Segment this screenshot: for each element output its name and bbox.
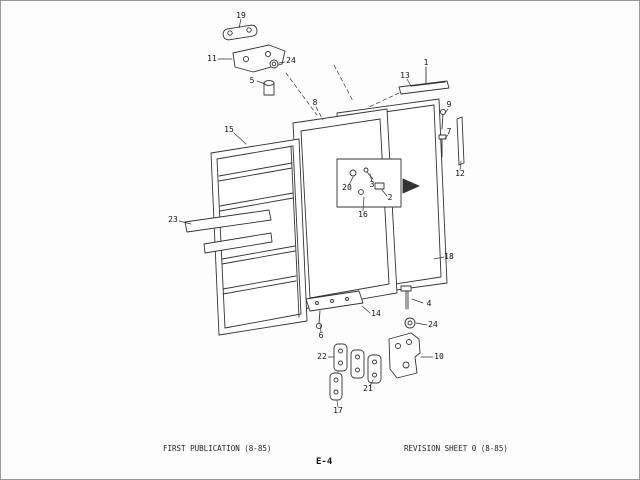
callout-15: 15 [224,125,234,134]
callout-22: 22 [317,352,327,361]
callout-11: 11 [207,54,217,63]
callout-24-top: 24 [286,56,296,65]
callout-20: 20 [342,183,352,192]
detail-inset [336,158,420,208]
bottom-hinge-assembly [388,285,421,379]
callout-labels: 19 11 24 5 8 13 1 9 7 12 15 23 20 3 2 16… [168,11,465,415]
callout-10: 10 [434,352,444,361]
shim-plates [329,343,382,401]
callout-14: 14 [371,309,381,318]
callout-24-bottom: 24 [428,320,438,329]
page-number: E-4 [316,457,333,467]
callout-23: 23 [168,215,178,224]
bottom-trim-bar [305,290,364,330]
callout-9: 9 [447,100,452,109]
callout-19: 19 [236,11,246,20]
callout-18: 18 [444,252,454,261]
footer-revision-note: REVISION SHEET 0 (8-85) [404,444,508,453]
callout-8: 8 [313,98,318,107]
top-hinge-assembly [222,24,286,96]
callout-12: 12 [455,169,465,178]
callout-16: 16 [358,210,368,219]
callout-13: 13 [400,71,410,80]
callout-3: 3 [370,180,375,189]
callout-6: 6 [319,331,324,340]
shelf-bar [184,209,273,254]
callout-5: 5 [250,76,255,85]
callout-7: 7 [447,127,452,136]
callout-4: 4 [427,299,432,308]
callout-2: 2 [388,193,393,202]
footer-publication-note: FIRST PUBLICATION (8-85) [163,444,272,453]
callout-21: 21 [363,384,373,393]
callout-1: 1 [424,58,429,67]
callout-17: 17 [333,406,343,415]
construction-lines [285,64,400,121]
leader-lines [178,18,462,408]
right-side-fasteners [438,108,465,166]
door-gasket [292,108,398,310]
top-right-bracket [398,66,450,95]
